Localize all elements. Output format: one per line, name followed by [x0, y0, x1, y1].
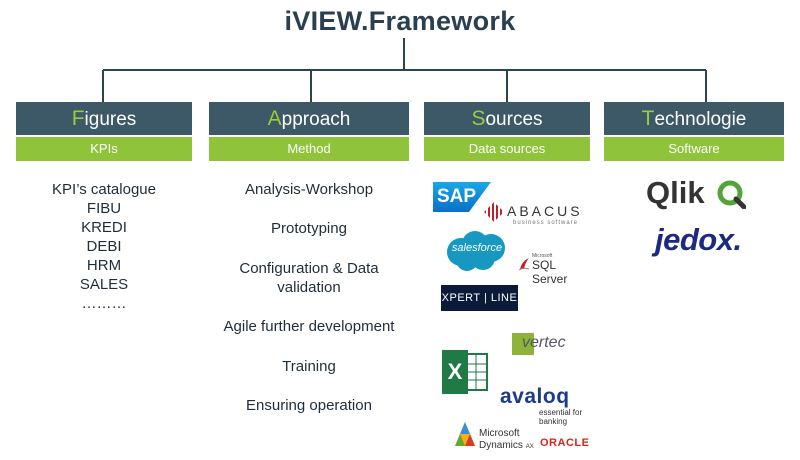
column-sub-sources: Data sources [424, 137, 590, 161]
abacus-logo: ABACUS business software [484, 202, 583, 231]
head-rest: pproach [281, 109, 351, 130]
abacus-wordmark: ABACUS [507, 203, 583, 219]
sql-server-icon [518, 258, 530, 271]
excel-x-icon: X [442, 350, 468, 394]
qlik-logo: Qlik [646, 175, 756, 215]
abacus-tagline: business software [513, 220, 579, 226]
column-head-figures: Figures [16, 102, 192, 135]
oracle-logo: ORACLE [540, 437, 590, 449]
sap-logo: SAP [433, 182, 491, 212]
xpertline-logo: XPERT | LINE [441, 285, 518, 311]
figures-list: KPI’s catalogue FIBU KREDI DEBI HRM SALE… [16, 180, 192, 313]
vertec-wordmark: vertec [522, 334, 566, 351]
list-item: DEBI [86, 238, 122, 255]
excel-logo: X [442, 350, 490, 394]
list-item: HRM [86, 257, 122, 274]
column-head-technologie: Technologie [604, 102, 784, 135]
list-item: Prototyping [271, 220, 347, 237]
list-item: Analysis-Workshop [244, 181, 374, 198]
avaloq-wordmark: avaloq [500, 385, 570, 408]
dynamics-product: Dynamics AX [479, 440, 534, 451]
column-sub-approach: Method [209, 137, 409, 161]
org-tree-connectors [102, 38, 707, 102]
column-sub-figures: KPIs [16, 137, 192, 161]
list-item: FIBU [86, 200, 122, 217]
head-rest: igures [84, 109, 137, 130]
sql-server-vendor: Microsoft [532, 253, 553, 259]
vertec-square-icon [512, 333, 534, 355]
sql-server-logo: Microsoft SQL Server [518, 253, 593, 286]
avaloq-logo: avaloq essential for banking [500, 385, 610, 426]
list-item: KREDI [81, 219, 127, 236]
list-item: validation [277, 279, 341, 296]
dynamics-triangle-icon [455, 422, 475, 446]
column-sub-technologie: Software [604, 137, 784, 161]
dynamics-vendor: Microsoft [479, 428, 520, 439]
list-item: Ensuring operation [246, 397, 372, 414]
list-item: ……… [81, 295, 127, 312]
list-item: SALES [79, 276, 129, 293]
qlik-wordmark: Qlik [646, 175, 705, 210]
head-initial: A [267, 107, 282, 130]
approach-list: Analysis-Workshop Prototyping Configurat… [209, 180, 409, 420]
salesforce-wordmark: salesforce [451, 242, 503, 254]
list-item: KPI’s catalogue [52, 181, 156, 198]
abacus-mark-icon [484, 202, 504, 222]
column-head-approach: Approach [209, 102, 409, 135]
list-item: Configuration & Data [239, 260, 379, 277]
vertec-logo: vertec [512, 333, 587, 355]
dynamics-ax: AX [525, 444, 534, 450]
salesforce-logo: salesforce [443, 230, 511, 272]
sql-server-wordmark: SQL Server [532, 258, 568, 286]
head-initial: S [471, 107, 486, 130]
salesforce-cloud-icon [447, 231, 505, 271]
avaloq-tagline: essential for banking [539, 408, 583, 426]
list-item: Agile further development [223, 318, 395, 335]
list-item: Training [282, 358, 336, 375]
qlik-ring-icon [717, 180, 746, 209]
microsoft-dynamics-logo: Microsoft Dynamics AX [455, 420, 535, 452]
jedox-logo: jedox. [655, 222, 742, 257]
head-rest: echnologie [654, 109, 747, 130]
page-title: iVIEW.Framework [284, 6, 516, 36]
dynamics-word: Dynamics [479, 440, 523, 451]
head-rest: ources [485, 109, 543, 130]
column-head-sources: Sources [424, 102, 590, 135]
head-initial: T [641, 107, 655, 130]
head-initial: F [71, 107, 85, 130]
